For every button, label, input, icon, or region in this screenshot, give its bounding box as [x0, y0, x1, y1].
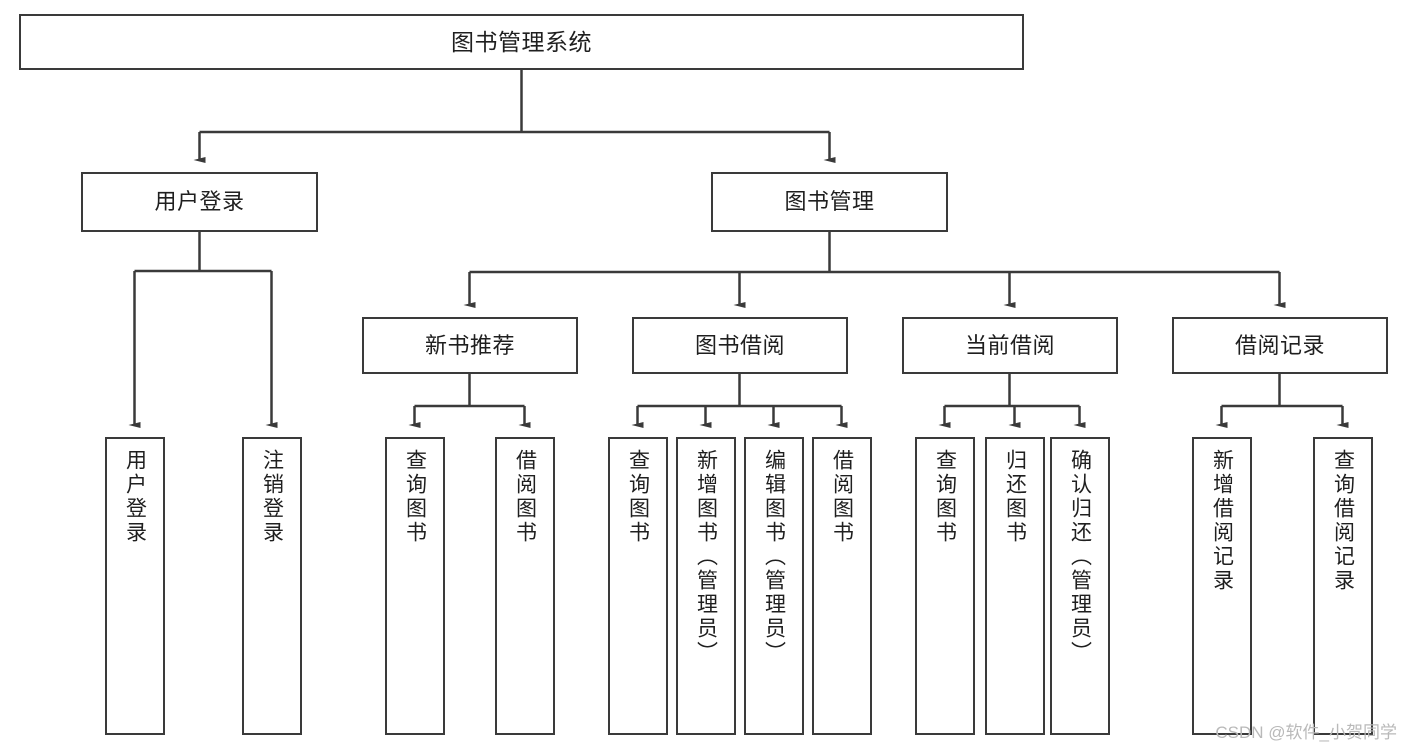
node-root-system[interactable]: 图书管理系统: [19, 14, 1024, 70]
leaf-current-borrow-confirm-return[interactable]: 确认归还（管理员）: [1050, 437, 1110, 735]
node-borrow-record[interactable]: 借阅记录: [1172, 317, 1388, 374]
node-book-management[interactable]: 图书管理: [711, 172, 948, 232]
leaf-book-borrow-add[interactable]: 新增图书（管理员）: [676, 437, 736, 735]
leaf-new-book-borrow[interactable]: 借阅图书: [495, 437, 555, 735]
leaf-book-borrow-edit-label: 编辑图书（管理员）: [762, 449, 786, 665]
leaf-new-book-borrow-label: 借阅图书: [513, 449, 537, 545]
node-book-management-label: 图书管理: [784, 189, 875, 215]
node-book-borrow-label: 图书借阅: [694, 332, 785, 358]
node-borrow-record-label: 借阅记录: [1234, 332, 1325, 358]
node-new-book-recommend-label: 新书推荐: [424, 332, 515, 358]
leaf-book-borrow-edit[interactable]: 编辑图书（管理员）: [744, 437, 804, 735]
node-user-login[interactable]: 用户登录: [81, 172, 318, 232]
leaf-user-login-login-label: 用户登录: [123, 449, 147, 545]
leaf-user-login-login[interactable]: 用户登录: [105, 437, 165, 735]
leaf-book-borrow-borrow-label: 借阅图书: [830, 449, 854, 545]
node-book-borrow[interactable]: 图书借阅: [632, 317, 848, 374]
csdn-watermark: CSDN @软件_小贺同学: [1215, 723, 1397, 742]
leaf-current-borrow-query-label: 查询图书: [933, 449, 957, 545]
node-current-borrow-label: 当前借阅: [964, 332, 1055, 358]
leaf-user-login-logout[interactable]: 注销登录: [242, 437, 302, 735]
node-root-system-label: 图书管理系统: [451, 28, 592, 55]
leaf-current-borrow-query[interactable]: 查询图书: [915, 437, 975, 735]
leaf-current-borrow-return-label: 归还图书: [1003, 449, 1027, 545]
node-current-borrow[interactable]: 当前借阅: [902, 317, 1118, 374]
leaf-current-borrow-confirm-return-label: 确认归还（管理员）: [1068, 449, 1092, 665]
leaf-current-borrow-return[interactable]: 归还图书: [985, 437, 1045, 735]
leaf-borrow-record-query-label: 查询借阅记录: [1331, 449, 1355, 593]
leaf-borrow-record-add[interactable]: 新增借阅记录: [1192, 437, 1252, 735]
leaf-book-borrow-query[interactable]: 查询图书: [608, 437, 668, 735]
leaf-book-borrow-borrow[interactable]: 借阅图书: [812, 437, 872, 735]
node-new-book-recommend[interactable]: 新书推荐: [362, 317, 578, 374]
leaf-borrow-record-query[interactable]: 查询借阅记录: [1313, 437, 1373, 735]
node-user-login-label: 用户登录: [154, 189, 245, 215]
leaf-book-borrow-query-label: 查询图书: [626, 449, 650, 545]
leaf-borrow-record-add-label: 新增借阅记录: [1210, 449, 1234, 593]
leaf-new-book-query[interactable]: 查询图书: [385, 437, 445, 735]
leaf-user-login-logout-label: 注销登录: [260, 449, 284, 545]
leaf-new-book-query-label: 查询图书: [403, 449, 427, 545]
leaf-book-borrow-add-label: 新增图书（管理员）: [694, 449, 718, 665]
